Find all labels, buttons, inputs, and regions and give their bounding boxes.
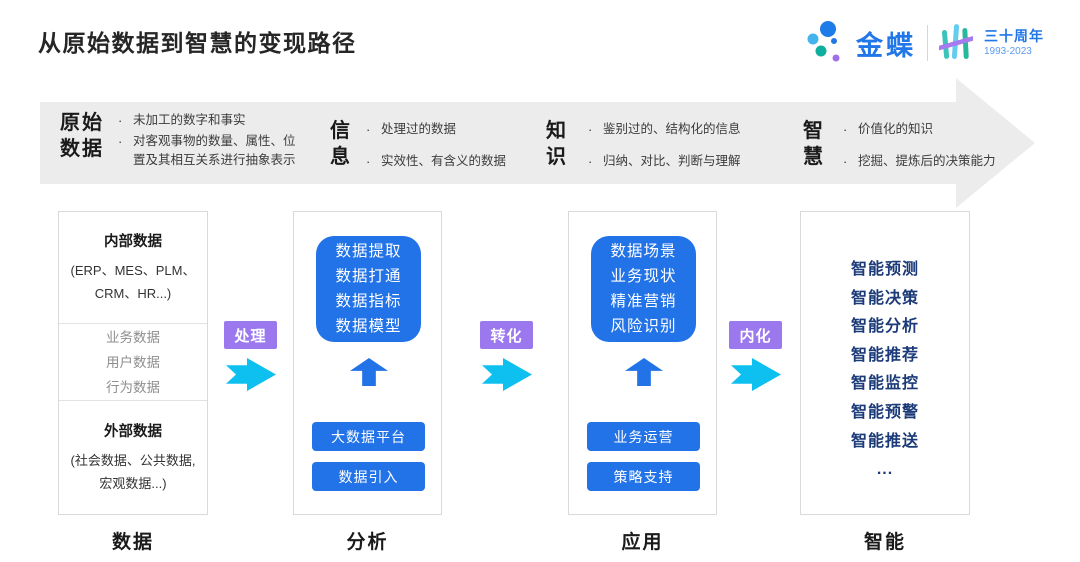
data-type-item: 用户数据 [106, 354, 160, 370]
business-operation-chip: 业务运营 [587, 422, 700, 451]
stage-bullets: · 鉴别过的、结构化的信息 · 归纳、对比、判断与理解 [588, 120, 778, 171]
stage-knowledge: 知 识 · 鉴别过的、结构化的信息 · 归纳、对比、判断与理解 [546, 118, 778, 171]
kingdee-logo: 金蝶 三十周年 1993-2023 [807, 18, 1044, 68]
intelligence-item: 智能推送 [850, 432, 919, 450]
arrow-right-icon [731, 358, 781, 391]
arrow-right-icon [226, 358, 276, 391]
internal-data-subtitle: (ERP、MES、PLM、CRM、HR...) [70, 263, 196, 301]
bullet-dot-icon: · [366, 154, 371, 169]
bullet-item: · 处理过的数据 [366, 122, 457, 137]
intelligence-list: 智能预测 智能决策 智能分析 智能推荐 智能监控 智能预警 智能推送 ... [801, 212, 969, 485]
transform-label: 转化 [480, 321, 533, 349]
big-data-platform-chip: 大数据平台 [312, 422, 425, 451]
stage-name: 知 识 [546, 120, 568, 168]
strategy-support-chip: 策略支持 [587, 462, 700, 491]
external-data-title: 外部数据 [104, 424, 162, 440]
bullet-item: · 归纳、对比、判断与理解 [588, 154, 741, 169]
anniversary-years: 1993-2023 [984, 45, 1032, 57]
bullet-item: · 实效性、有含义的数据 [366, 154, 507, 169]
internal-data-section: 内部数据 (ERP、MES、PLM、CRM、HR...) [59, 212, 207, 323]
arrow-up-icon [350, 358, 388, 386]
anniversary-label: 三十周年 [984, 28, 1044, 44]
capability-item: 数据指标 [335, 293, 402, 310]
data-import-chip: 数据引入 [312, 462, 425, 491]
stage-bullets: · 价值化的知识 · 挖掘、提炼后的决策能力 [843, 120, 1003, 171]
bullet-dot-icon: · [843, 154, 848, 169]
stage-wisdom: 智 慧 · 价值化的知识 · 挖掘、提炼后的决策能力 [803, 118, 1003, 171]
data-type-item: 业务数据 [106, 329, 160, 345]
bullet-item: · 鉴别过的、结构化的信息 [588, 122, 741, 137]
kingdee-dots-icon [807, 21, 840, 62]
bullet-dot-icon: · [118, 113, 123, 128]
intelligence-item: 智能预警 [850, 403, 919, 421]
capability-item: 数据模型 [335, 318, 402, 335]
intelligence-item: 智能推荐 [850, 346, 919, 364]
bullet-item: · 价值化的知识 [843, 122, 934, 137]
scenario-item: 业务现状 [610, 268, 677, 285]
external-data-section: 外部数据 (社会数据、公共数据, 宏观数据...) [59, 401, 207, 514]
footer-intelligence: 智能 [863, 532, 906, 553]
stage-name: 信 息 [330, 120, 352, 168]
bullet-dot-icon: · [118, 134, 123, 149]
footer-analysis: 分析 [346, 532, 389, 553]
arrow-right-icon [482, 358, 532, 391]
intelligence-item: 智能分析 [850, 318, 919, 336]
application-box: 数据场景 业务现状 精准营销 风险识别 业务运营 策略支持 [568, 211, 717, 515]
data-type-item: 行为数据 [106, 379, 160, 395]
analysis-box: 数据提取 数据打通 数据指标 数据模型 大数据平台 数据引入 [293, 211, 442, 515]
stage-raw-data: 原始 数据 · 未加工的数字和事实 · 对客观事物的数量、属性、位置及其相互关系… [60, 110, 310, 170]
bullet-item: · 对客观事物的数量、属性、位置及其相互关系进行抽象表示 [118, 132, 310, 170]
capability-item: 数据提取 [335, 243, 402, 260]
bullet-dot-icon: · [366, 122, 371, 137]
thirty-anniversary-mark-icon [939, 24, 973, 59]
stage-information: 信 息 · 处理过的数据 · 实效性、有含义的数据 [330, 118, 531, 171]
stage-bullets: · 处理过的数据 · 实效性、有含义的数据 [366, 120, 531, 171]
intelligence-item: 智能预测 [850, 261, 919, 278]
bullet-item: · 未加工的数字和事实 [118, 113, 246, 128]
stage-bullets: · 未加工的数字和事实 · 对客观事物的数量、属性、位置及其相互关系进行抽象表示 [118, 111, 310, 170]
bullet-dot-icon: · [843, 122, 848, 137]
logo-divider [927, 25, 928, 61]
scenario-item: 风险识别 [610, 318, 677, 335]
scenario-item: 数据场景 [610, 243, 677, 260]
bullet-dot-icon: · [588, 154, 593, 169]
application-scenarios-card: 数据场景 业务现状 精准营销 风险识别 [591, 236, 696, 342]
intelligence-box: 智能预测 智能决策 智能分析 智能推荐 智能监控 智能预警 智能推送 ... [800, 211, 970, 515]
internal-data-title: 内部数据 [104, 234, 162, 250]
data-types-section: 业务数据 用户数据 行为数据 [59, 323, 207, 401]
process-label: 处理 [224, 321, 277, 349]
external-data-subtitle: (社会数据、公共数据, 宏观数据...) [70, 453, 196, 491]
data-sources-box: 内部数据 (ERP、MES、PLM、CRM、HR...) 业务数据 用户数据 行… [58, 211, 208, 515]
intelligence-item: 智能决策 [850, 289, 919, 307]
bullet-dot-icon: · [588, 122, 593, 137]
footer-data: 数据 [111, 532, 154, 553]
analysis-capabilities-card: 数据提取 数据打通 数据指标 数据模型 [316, 236, 421, 342]
arrow-up-icon [625, 358, 663, 386]
bullet-item: · 挖掘、提炼后的决策能力 [843, 154, 996, 169]
page-title: 从原始数据到智慧的变现路径 [38, 30, 357, 56]
intelligence-item: 智能监控 [850, 375, 919, 393]
anniversary-block: 三十周年 1993-2023 [984, 28, 1044, 58]
footer-application: 应用 [621, 532, 664, 553]
intelligence-item-ellipsis: ... [876, 461, 894, 479]
stage-name: 原始 数据 [60, 112, 104, 160]
scenario-item: 精准营销 [610, 293, 677, 310]
internalize-label: 内化 [729, 321, 782, 349]
capability-item: 数据打通 [335, 268, 402, 285]
brand-name: 金蝶 [856, 30, 916, 61]
stage-name: 智 慧 [803, 120, 825, 168]
